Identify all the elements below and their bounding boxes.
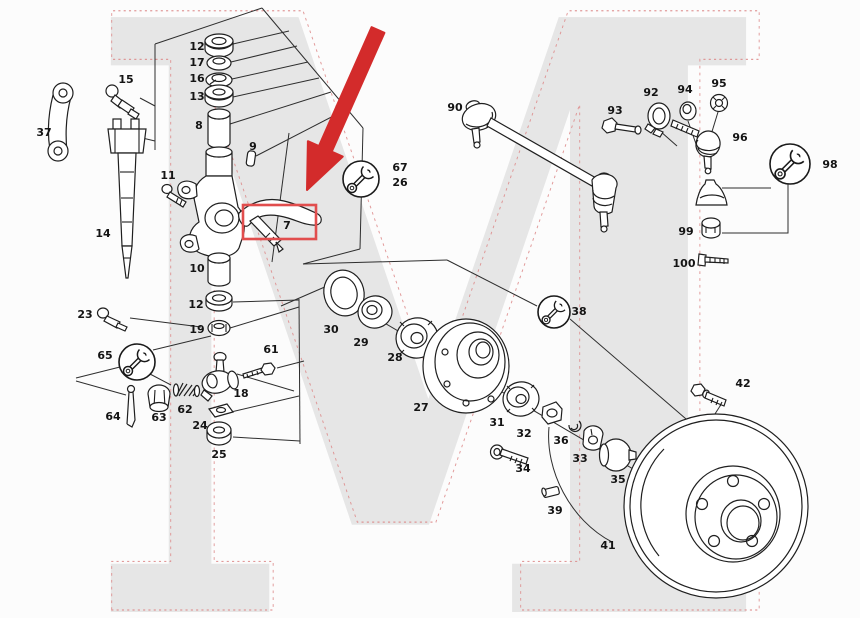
- part-label-96: 96: [732, 131, 748, 144]
- part-label-10: 10: [189, 262, 205, 275]
- wrench-badge-98: [769, 143, 811, 185]
- part-label-62: 62: [177, 403, 192, 416]
- part-label-17: 17: [189, 56, 204, 69]
- part-label-36: 36: [553, 434, 569, 447]
- part-8-bushing: [207, 108, 231, 149]
- part-label-34: 34: [515, 462, 531, 475]
- part-64-cotter-pin: [126, 384, 136, 428]
- part-label-94: 94: [677, 83, 693, 96]
- part-18-steering-stop: [200, 351, 239, 402]
- part-10-bushing: [207, 252, 231, 287]
- part-41-brake-disc: [623, 413, 809, 599]
- part-label-28: 28: [387, 351, 402, 364]
- part-62-spring: [172, 382, 201, 398]
- part-92-clamp: [644, 102, 671, 138]
- part-label-12: 12: [188, 298, 203, 311]
- part-12-bushing: [204, 33, 234, 58]
- part-label-30: 30: [323, 323, 339, 336]
- part-dust-boot: [695, 179, 728, 206]
- part-31-bearing: [502, 381, 540, 417]
- part-label-26: 26: [392, 176, 408, 189]
- part-label-32: 32: [516, 427, 531, 440]
- part-label-98: 98: [822, 158, 837, 171]
- part-35-grease-cap: [598, 438, 637, 472]
- part-39-pin: [541, 486, 560, 498]
- part-93-bolt: [601, 117, 642, 135]
- part-label-38: 38: [571, 305, 586, 318]
- part-label-63: 63: [151, 411, 166, 424]
- part-label-67: 67: [392, 161, 407, 174]
- part-24-lock-plate: [207, 403, 235, 418]
- part-label-19: 19: [189, 323, 204, 336]
- part-14-kingpin: [107, 118, 147, 279]
- part-label-24: 24: [192, 419, 208, 432]
- part-61-bolt: [242, 362, 276, 379]
- part-number-labels: 37 15 12 17 16 13 8 9 11 14 10 12 19 7 67 26 23 65 64 63 62 1…: [36, 40, 837, 552]
- part-label-65: 65: [97, 349, 112, 362]
- part-label-33: 33: [572, 452, 587, 465]
- part-label-14: 14: [95, 227, 111, 240]
- part-32-lock-washer: [541, 401, 563, 425]
- part-36-clip: [568, 420, 582, 433]
- part-12b-washer: [205, 290, 233, 312]
- wrench-badge-38: [537, 295, 571, 329]
- part-99-castle-nut: [701, 217, 721, 239]
- part-25-nut: [206, 421, 232, 446]
- part-label-37: 37: [36, 126, 51, 139]
- part-label-29: 29: [353, 336, 368, 349]
- part-42-bolt: [690, 383, 727, 407]
- part-steering-knuckle: [177, 146, 245, 272]
- pointer-arrow: [306, 26, 386, 191]
- part-11-bolt: [161, 183, 187, 208]
- part-95-nut: [709, 93, 729, 113]
- highlight-box-part-7[interactable]: [241, 203, 318, 241]
- part-label-15: 15: [118, 73, 133, 86]
- part-label-99: 99: [678, 225, 693, 238]
- part-94-grommet: [679, 101, 697, 121]
- part-30-seal-ring: [323, 269, 365, 317]
- part-33-clamp-nut: [582, 425, 604, 451]
- part-90-drag-link: [461, 100, 618, 233]
- part-15-bolt: [105, 84, 140, 120]
- part-label-90: 90: [447, 101, 463, 114]
- part-label-35: 35: [610, 473, 625, 486]
- part-label-95: 95: [711, 77, 726, 90]
- part-label-41: 41: [600, 539, 615, 552]
- part-label-11: 11: [160, 169, 175, 182]
- part-19-nut: [207, 319, 231, 337]
- part-label-31: 31: [489, 416, 504, 429]
- part-label-23: 23: [77, 308, 92, 321]
- part-96-tie-rod-end: [670, 119, 721, 175]
- part-label-93: 93: [607, 104, 622, 117]
- wrench-badge-65: [118, 343, 156, 381]
- part-label-8: 8: [195, 119, 203, 132]
- part-label-7: 7: [283, 219, 291, 232]
- wrench-badge-67-26: [342, 160, 380, 198]
- part-label-18: 18: [233, 387, 248, 400]
- part-label-13: 13: [189, 90, 204, 103]
- part-100-screw: [697, 253, 729, 267]
- part-label-27: 27: [413, 401, 428, 414]
- part-label-92: 92: [643, 86, 658, 99]
- part-37-bracket: [47, 82, 74, 162]
- part-63-cap-nut: [147, 384, 171, 413]
- part-9-pin: [245, 150, 257, 167]
- part-label-25: 25: [211, 448, 226, 461]
- part-label-9: 9: [249, 140, 257, 153]
- part-17-washer: [206, 55, 232, 71]
- part-27-wheel-hub: [422, 318, 510, 414]
- part-label-39: 39: [547, 504, 562, 517]
- part-29-seal: [357, 295, 393, 329]
- part-label-100: 100: [673, 257, 696, 270]
- part-label-16: 16: [189, 72, 205, 85]
- part-34-socket-bolt: [489, 444, 529, 465]
- part-label-64: 64: [105, 410, 121, 423]
- part-23-grease-nipple: [96, 307, 128, 332]
- part-13-bearing-washer: [204, 84, 234, 108]
- part-label-61: 61: [263, 343, 278, 356]
- part-label-12: 12: [189, 40, 204, 53]
- part-label-42: 42: [735, 377, 750, 390]
